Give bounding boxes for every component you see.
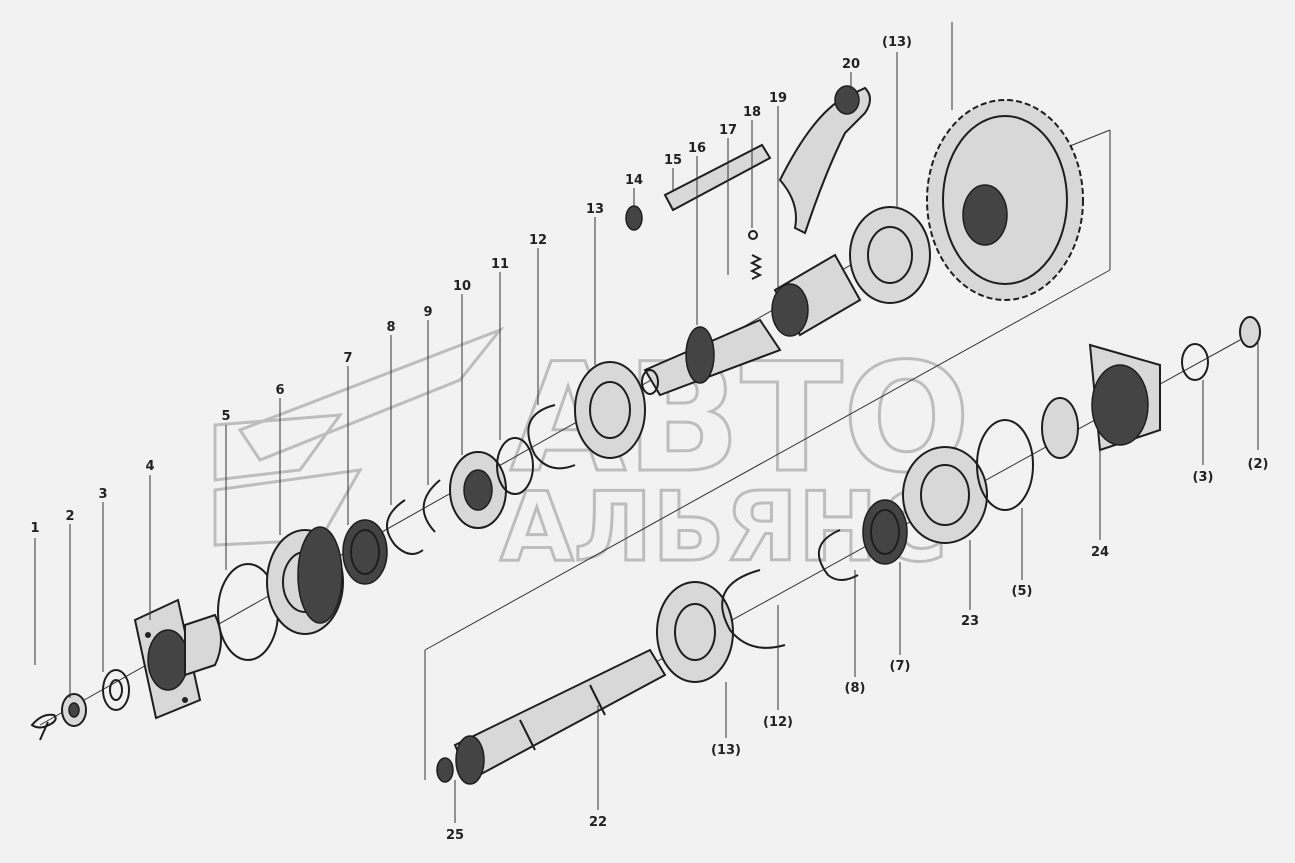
part-13-upper-bearing	[849, 206, 931, 304]
callout-6: 6	[275, 383, 284, 398]
part-22-output-shaft	[453, 648, 667, 785]
callout-18: 18	[743, 105, 761, 120]
part-12-lower-snap-ring	[721, 569, 786, 649]
part-13-lower-bearing	[656, 581, 734, 683]
callout-16: 16	[688, 141, 706, 156]
callout-7-lower: (7)	[890, 659, 911, 674]
part-1-cotter-pin	[30, 713, 57, 741]
part-2-castle-nut	[61, 693, 87, 727]
callout-15: 15	[664, 153, 682, 168]
callout-4: 4	[145, 459, 154, 474]
callout-9: 9	[423, 305, 432, 320]
callout-17: 17	[719, 123, 737, 138]
callout-11: 11	[491, 257, 509, 272]
callout-10: 10	[453, 279, 471, 294]
part-15-shift-rod	[663, 143, 772, 212]
part-7-needle-bearing	[342, 519, 388, 585]
callout-5-lower: (5)	[1012, 584, 1033, 599]
part-17-spring	[749, 254, 763, 280]
callout-13: 13	[586, 202, 604, 217]
part-6-bearing-cover	[266, 526, 344, 635]
callout-3-rear: (3)	[1193, 470, 1214, 485]
callout-2: 2	[65, 509, 74, 524]
callout-22: 22	[589, 815, 607, 830]
callout-13-upper: (13)	[882, 35, 912, 50]
leader-lines	[34, 22, 1259, 823]
callout-23: 23	[961, 614, 979, 629]
part-2-rear-nut	[1239, 316, 1261, 348]
part-3-washer	[102, 669, 130, 711]
part-5-lower-o-ring	[976, 419, 1034, 511]
callout-1: 1	[30, 521, 39, 536]
callout-14: 14	[625, 173, 643, 188]
callout-7: 7	[343, 351, 352, 366]
part-8-snap-ring	[386, 499, 424, 555]
callout-5: 5	[221, 409, 230, 424]
callout-labels: 1 2 3 4 5 6 7 8 9 10 11 12 13 14 15 16 1…	[30, 35, 1268, 843]
part-12-snap-ring	[527, 404, 576, 470]
callout-8-lower: (8)	[845, 681, 866, 696]
part-9-snap-ring	[422, 479, 441, 533]
part-14-seal	[625, 205, 643, 231]
part-23-bearing-housing	[902, 446, 988, 544]
part-24-rear-flange	[1041, 343, 1161, 459]
part-16-splined-shaft	[641, 318, 782, 397]
part-3-rear-washer	[1181, 343, 1209, 381]
callout-13-lower: (13)	[711, 743, 741, 758]
callout-12-lower: (12)	[763, 715, 793, 730]
part-21-driven-gear	[926, 99, 1084, 301]
callout-8: 8	[386, 320, 395, 335]
callout-24: 24	[1091, 545, 1109, 560]
callout-3: 3	[98, 487, 107, 502]
part-13-ball-bearing	[574, 361, 646, 459]
part-18-ball	[748, 230, 758, 240]
callout-12: 12	[529, 233, 547, 248]
part-19-coupling-sleeve	[771, 253, 862, 337]
callout-25: 25	[446, 828, 464, 843]
part-8-lower-snap-ring	[818, 529, 859, 581]
callout-19: 19	[769, 91, 787, 106]
part-7-lower-needle-bearing	[862, 499, 908, 565]
callout-20: 20	[842, 57, 860, 72]
part-20-shift-fork	[778, 85, 871, 235]
part-11-o-ring	[496, 437, 534, 495]
part-4-flange	[133, 598, 222, 720]
part-25-seal	[436, 757, 454, 783]
callout-2-rear: (2)	[1248, 457, 1269, 472]
